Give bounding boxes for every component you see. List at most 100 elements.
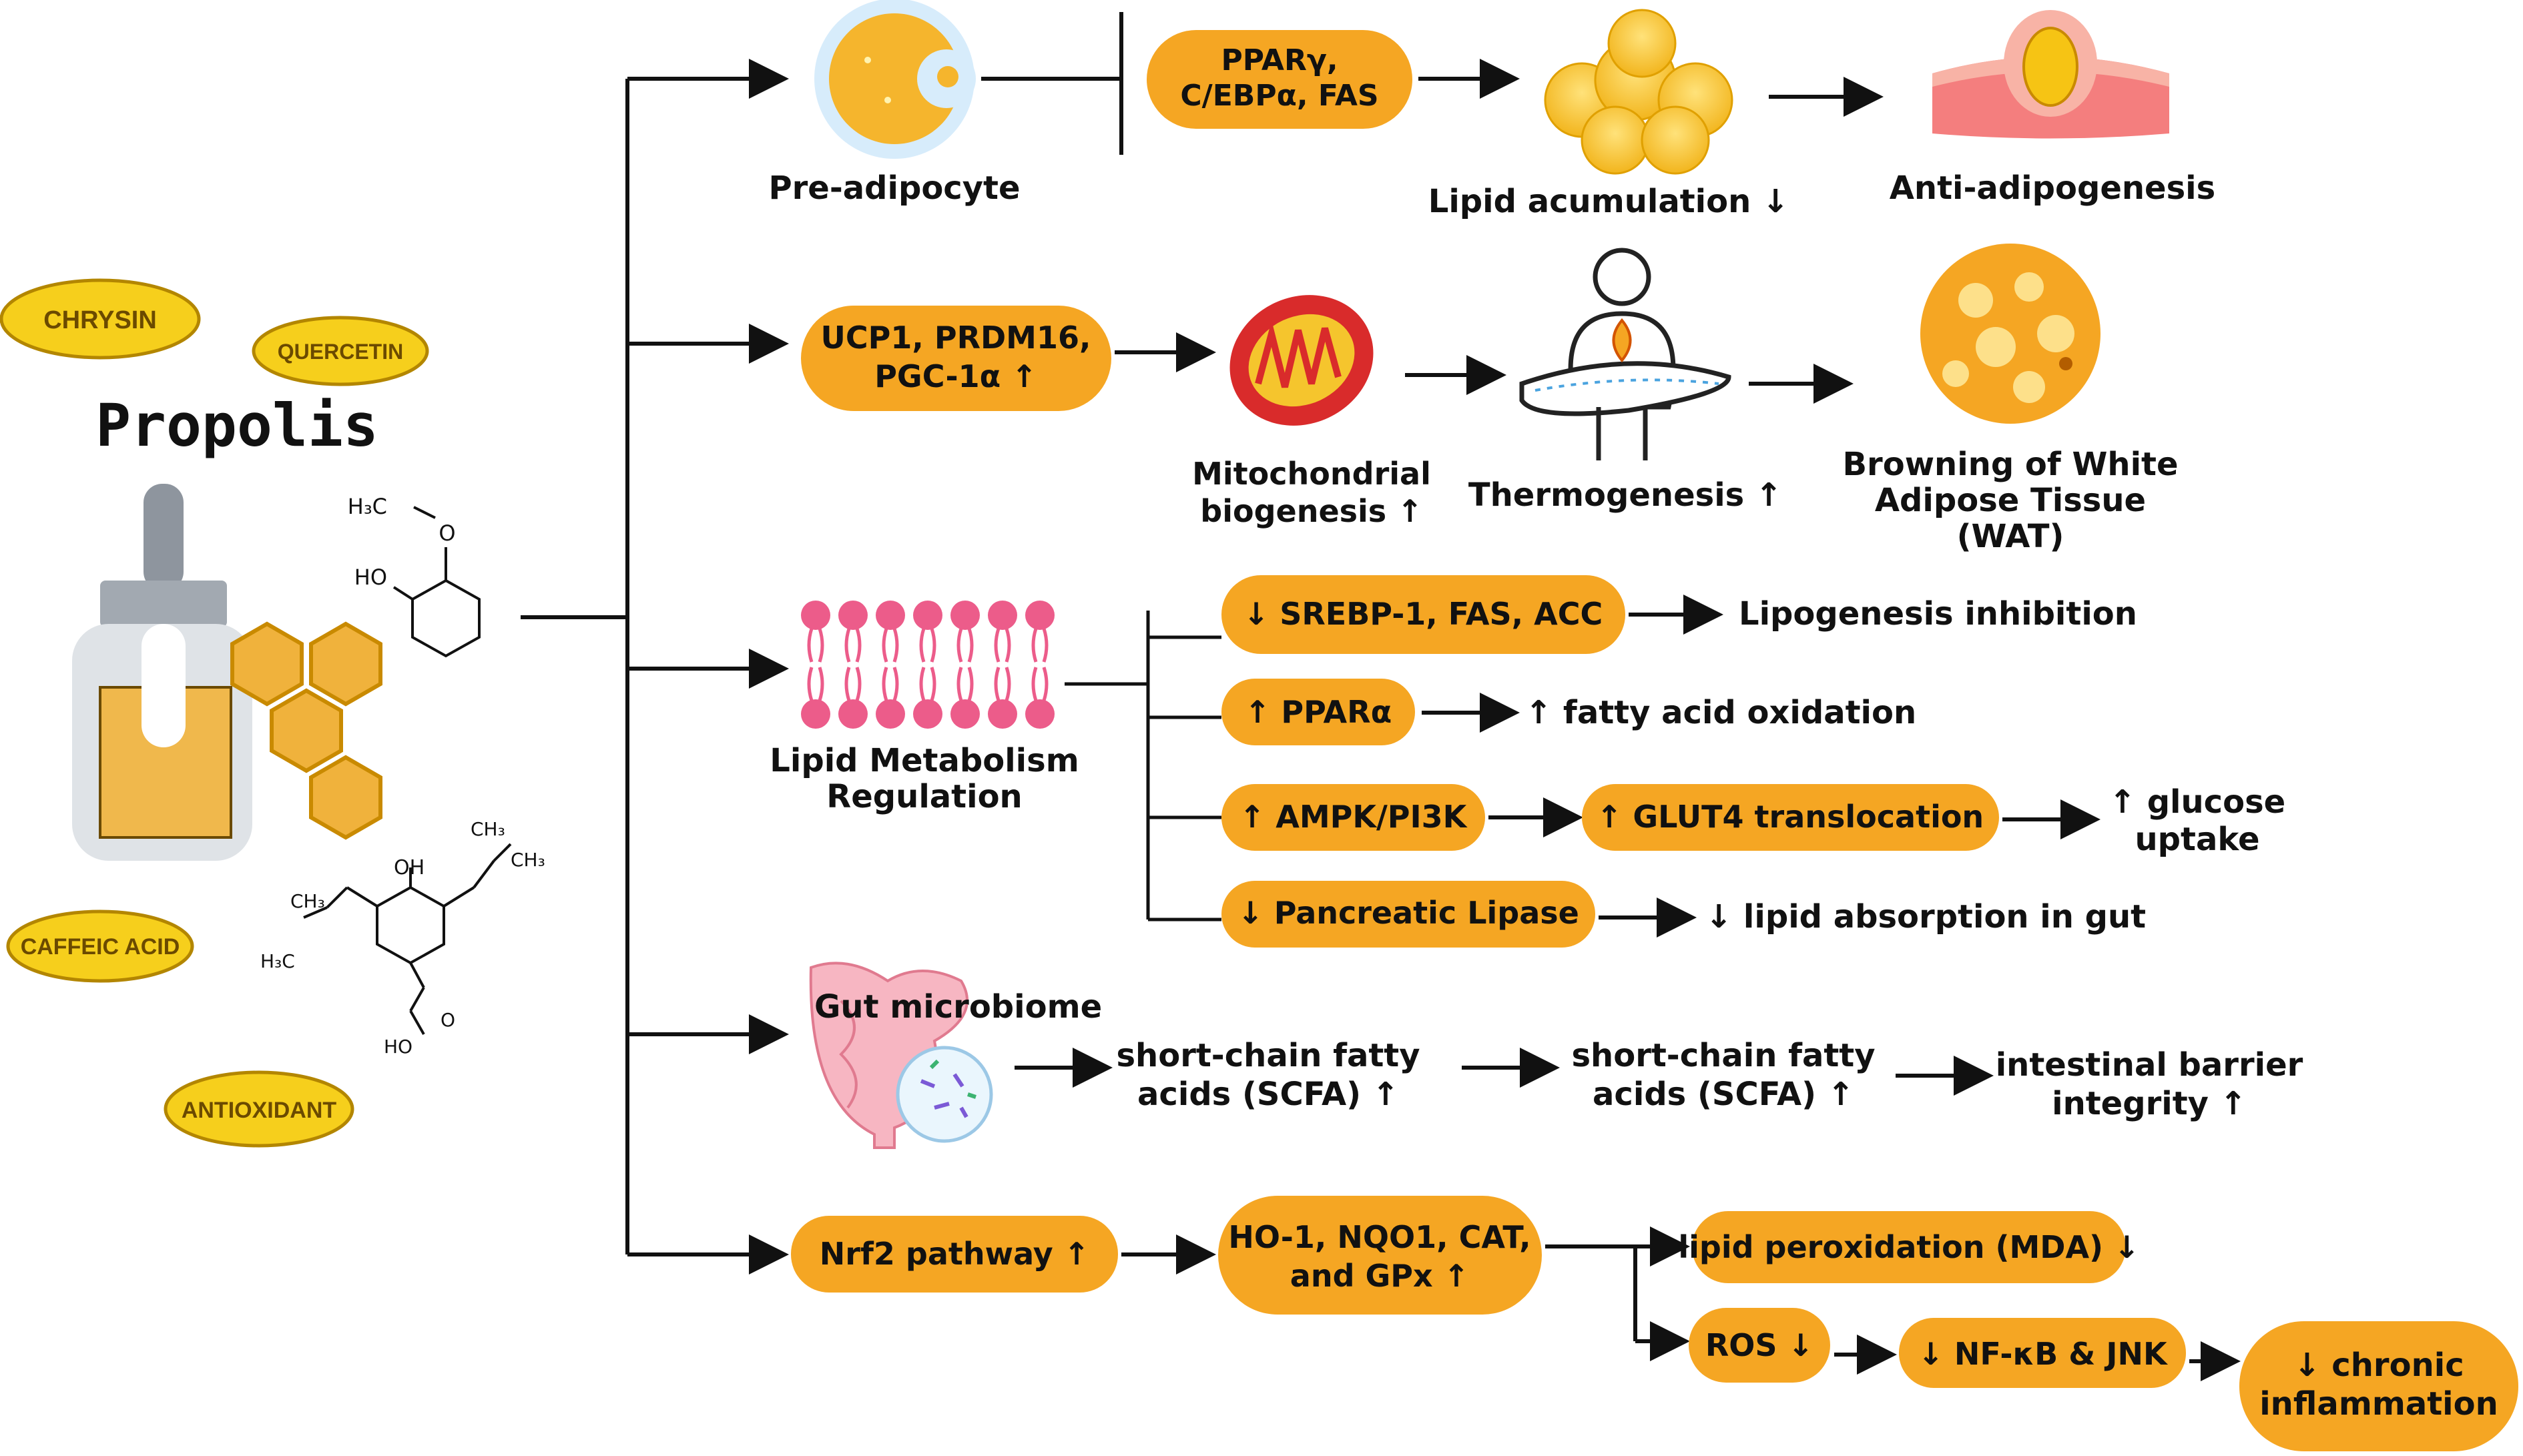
svg-text:HO-1, NQO1, CAT,: HO-1, NQO1, CAT,: [1228, 1219, 1530, 1255]
browning-label-line2: Adipose Tissue: [1875, 482, 2146, 519]
svg-text:and GPx ↑: and GPx ↑: [1290, 1258, 1469, 1294]
chem-label-ch3: CH₃: [511, 849, 545, 871]
scfa2-line2: acids (SCFA) ↑: [1593, 1076, 1854, 1113]
guaiacol-structure-icon: H₃C O HO: [348, 494, 481, 658]
thermogenesis-label: Thermogenesis ↑: [1468, 476, 1782, 514]
compound-oval-quercetin: QUERCETIN: [252, 316, 429, 386]
mito-label-line2: biogenesis ↑: [1200, 493, 1422, 529]
pill-ucp1: UCP1, PRDM16, PGC-1α ↑: [801, 306, 1111, 411]
trunk-connector: [521, 59, 789, 1275]
svg-text:C/EBPα, FAS: C/EBPα, FAS: [1180, 79, 1378, 113]
svg-text:↑ GLUT4 translocation: ↑ GLUT4 translocation: [1597, 799, 1984, 835]
svg-text:ROS ↓: ROS ↓: [1705, 1327, 1813, 1363]
svg-text:↓ Pancreatic Lipase: ↓ Pancreatic Lipase: [1237, 895, 1579, 931]
glucose-uptake-line2: uptake: [2135, 821, 2259, 858]
svg-text:PPARγ,: PPARγ,: [1221, 43, 1338, 77]
mito-label-line1: Mitochondrial: [1192, 456, 1431, 492]
svg-text:QUERCETIN: QUERCETIN: [278, 340, 403, 364]
scfa1-line2: acids (SCFA) ↑: [1137, 1076, 1399, 1113]
scfa2-line1: short-chain fatty: [1571, 1037, 1875, 1074]
svg-text:↓ SREBP-1, FAS, ACC: ↓ SREBP-1, FAS, ACC: [1243, 596, 1603, 632]
svg-text:O: O: [439, 520, 455, 546]
lipid-head: [876, 699, 905, 729]
lipid-tail: [844, 628, 862, 663]
lipid-tail: [807, 667, 824, 701]
lipid-head: [876, 601, 905, 630]
pill-chronic-inflammation: ↓ chronic inflammation: [2239, 1321, 2518, 1451]
chem-label-ch3: CH₃: [290, 890, 325, 912]
pill-ppar-alpha: ↑ PPARα: [1221, 679, 1415, 745]
fatty-acid-oxidation-label: ↑ fatty acid oxidation: [1525, 694, 1916, 731]
lipid-head: [1025, 601, 1055, 630]
svg-text:↓ NF-κB & JNK: ↓ NF-κB & JNK: [1918, 1336, 2169, 1372]
svg-text:↑ PPARα: ↑ PPARα: [1245, 694, 1392, 730]
chem-label-o: O: [441, 1009, 455, 1031]
lipid-head: [988, 699, 1017, 729]
svg-text:inflammation: inflammation: [2259, 1385, 2498, 1423]
svg-text:ANTIOXIDANT: ANTIOXIDANT: [182, 1098, 337, 1123]
svg-text:CHRYSIN: CHRYSIN: [43, 306, 157, 334]
lipid-tail: [919, 628, 936, 663]
pill-ho1: HO-1, NQO1, CAT, and GPx ↑: [1218, 1196, 1542, 1315]
chem-label-h3c: H₃C: [260, 950, 295, 972]
skin-tissue-icon: [1932, 10, 2169, 139]
svg-text:HO: HO: [354, 565, 387, 590]
svg-text:H₃C: H₃C: [348, 494, 387, 519]
lipid-head: [913, 699, 942, 729]
lipid-tail: [807, 628, 824, 663]
mitochondria-icon: [1229, 295, 1374, 426]
pill-ppargamma: PPARγ, C/EBPα, FAS: [1147, 30, 1412, 129]
lipid-tail: [956, 667, 974, 701]
svg-text:CAFFEIC ACID: CAFFEIC ACID: [21, 934, 180, 960]
svg-text:PGC-1α ↑: PGC-1α ↑: [874, 358, 1037, 394]
lipid-accumulation-label: Lipid acumulation ↓: [1428, 183, 1789, 220]
scfa1-line1: short-chain fatty: [1116, 1037, 1420, 1074]
lipid-tail: [1031, 667, 1049, 701]
chem-label-ho: HO: [384, 1036, 412, 1058]
lipid-branch-connector: [1065, 611, 1221, 922]
svg-text:↑ AMPK/PI3K: ↑ AMPK/PI3K: [1239, 799, 1468, 835]
lipid-metabolism-label-line2: Regulation: [826, 778, 1022, 815]
propolis-title: Propolis: [95, 391, 378, 460]
preadipocyte-label: Pre-adipocyte: [768, 169, 1020, 207]
gut-microbiome-label: Gut microbiome: [814, 988, 1102, 1026]
lipid-tail: [1031, 628, 1049, 663]
pill-lipid-peroxidation: lipid peroxidation (MDA) ↓: [1678, 1211, 2140, 1283]
lipid-tail: [994, 667, 1011, 701]
lipid-droplets-icon: [1544, 9, 1733, 175]
brown-adipose-cell-icon: [1920, 244, 2100, 424]
prenylated-caffeic-structure-icon: [303, 843, 512, 1035]
preadipocyte-icon: [814, 0, 976, 159]
gut-icon: [809, 962, 993, 1149]
pill-srebp1: ↓ SREBP-1, FAS, ACC: [1221, 575, 1625, 654]
lipid-tail: [956, 628, 974, 663]
pill-pancreatic-lipase: ↓ Pancreatic Lipase: [1221, 881, 1595, 948]
compound-oval-chrysin: CHRYSIN: [0, 278, 201, 360]
lipid-tail: [882, 667, 899, 701]
lipid-head: [801, 699, 830, 729]
svg-text:UCP1, PRDM16,: UCP1, PRDM16,: [821, 320, 1091, 356]
pill-glut4: ↑ GLUT4 translocation: [1582, 784, 1999, 851]
glucose-uptake-line1: ↑ glucose: [2109, 783, 2285, 821]
lipid-bilayer-icon: [801, 601, 1055, 729]
lipid-head: [913, 601, 942, 630]
barrier-line1: intestinal barrier: [1996, 1046, 2303, 1084]
lipid-head: [988, 601, 1017, 630]
lipid-head: [950, 699, 980, 729]
lipid-metabolism-label-line1: Lipid Metabolism: [770, 742, 1079, 779]
inhibition-connector: [981, 12, 1123, 155]
lipid-head: [1025, 699, 1055, 729]
anti-adipogenesis-label: Anti-adipogenesis: [1890, 169, 2215, 207]
lipid-absorption-label: ↓ lipid absorption in gut: [1705, 898, 2146, 936]
lipid-tail: [882, 628, 899, 663]
compound-oval-caffeic-acid: CAFFEIC ACID: [6, 909, 194, 983]
lipid-tail: [919, 667, 936, 701]
lipogenesis-inhibition-label: Lipogenesis inhibition: [1739, 595, 2137, 633]
lipid-head: [838, 601, 868, 630]
ho1-branch-connector: [1545, 1226, 1690, 1361]
browning-label-line1: Browning of White: [1842, 446, 2178, 483]
barrier-line2: integrity ↑: [2052, 1085, 2247, 1122]
svg-text:lipid peroxidation (MDA) ↓: lipid peroxidation (MDA) ↓: [1678, 1229, 2139, 1265]
lipid-tail: [844, 667, 862, 701]
